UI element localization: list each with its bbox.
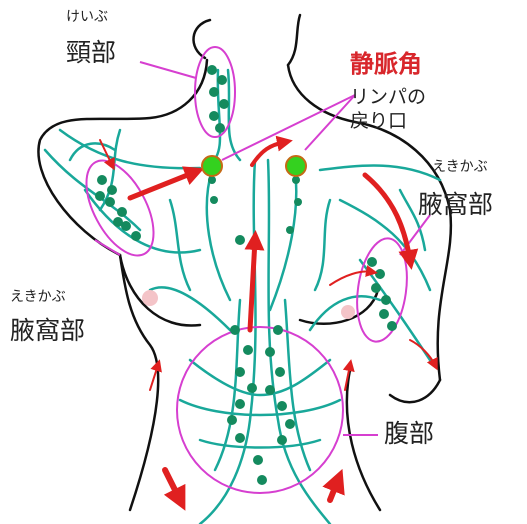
lymph-return-label-line2: 戻り口 xyxy=(350,112,407,131)
axilla-right-reading-label: えきかぶ xyxy=(432,160,488,174)
axilla-right-label: 腋窩部 xyxy=(418,192,493,217)
neck-reading-label: けいぶ xyxy=(66,10,108,24)
axilla-left-reading-label: えきかぶ xyxy=(10,290,66,304)
venous-angle-label: 静脈角 xyxy=(350,52,422,76)
abdomen-label: 腹部 xyxy=(384,421,434,446)
neck-label: 頸部 xyxy=(66,40,116,65)
lymph-vessels xyxy=(45,70,440,524)
axilla-left-label: 腋窩部 xyxy=(10,318,85,343)
lymph-return-label-line1: リンパの xyxy=(350,88,426,107)
